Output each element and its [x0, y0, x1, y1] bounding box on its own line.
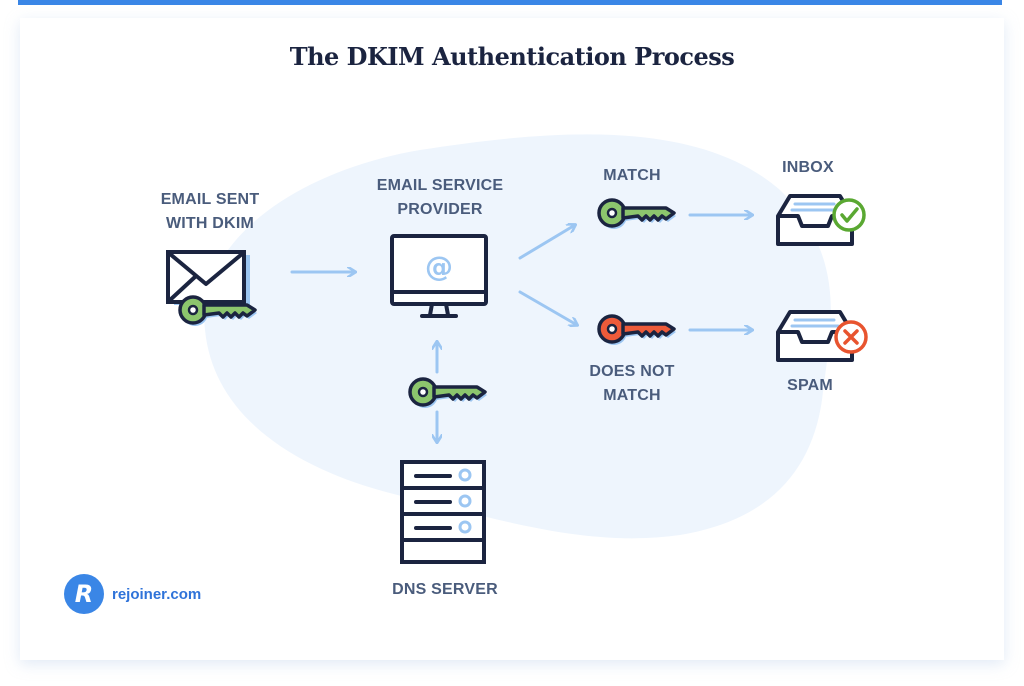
diagram-title: The DKIM Authentication Process	[289, 42, 735, 71]
monitor-at-icon: @	[390, 234, 488, 318]
label-spam: SPAM	[787, 377, 833, 394]
arrow-esp-to-nomatch	[518, 290, 577, 325]
rejoiner-logo: R rejoiner.com	[64, 574, 201, 614]
svg-text:@: @	[425, 250, 453, 283]
check-circle-icon	[832, 198, 866, 232]
server-icon	[400, 460, 486, 564]
label-match: MATCH	[603, 167, 661, 184]
key-icon-email	[178, 295, 257, 326]
top-accent-bar	[18, 0, 1002, 5]
envelope-icon	[166, 250, 250, 305]
rejoiner-logo-mark: R	[64, 574, 104, 614]
x-circle-icon	[834, 320, 868, 354]
label-email-sent: EMAIL SENT WITH DKIM	[160, 191, 260, 232]
label-inbox: INBOX	[782, 159, 834, 176]
label-email-service-provider: EMAIL SERVICE PROVIDER	[376, 177, 504, 218]
label-does-not-match: DOES NOT MATCH	[589, 363, 675, 404]
key-icon-dns	[408, 377, 487, 408]
arrow-esp-to-match	[518, 225, 575, 260]
key-icon-match	[597, 198, 676, 229]
label-dns-server: DNS SERVER	[392, 581, 498, 598]
rejoiner-logo-text: rejoiner.com	[112, 585, 202, 603]
background-blob	[204, 134, 831, 539]
key-icon-no-match	[597, 314, 676, 345]
